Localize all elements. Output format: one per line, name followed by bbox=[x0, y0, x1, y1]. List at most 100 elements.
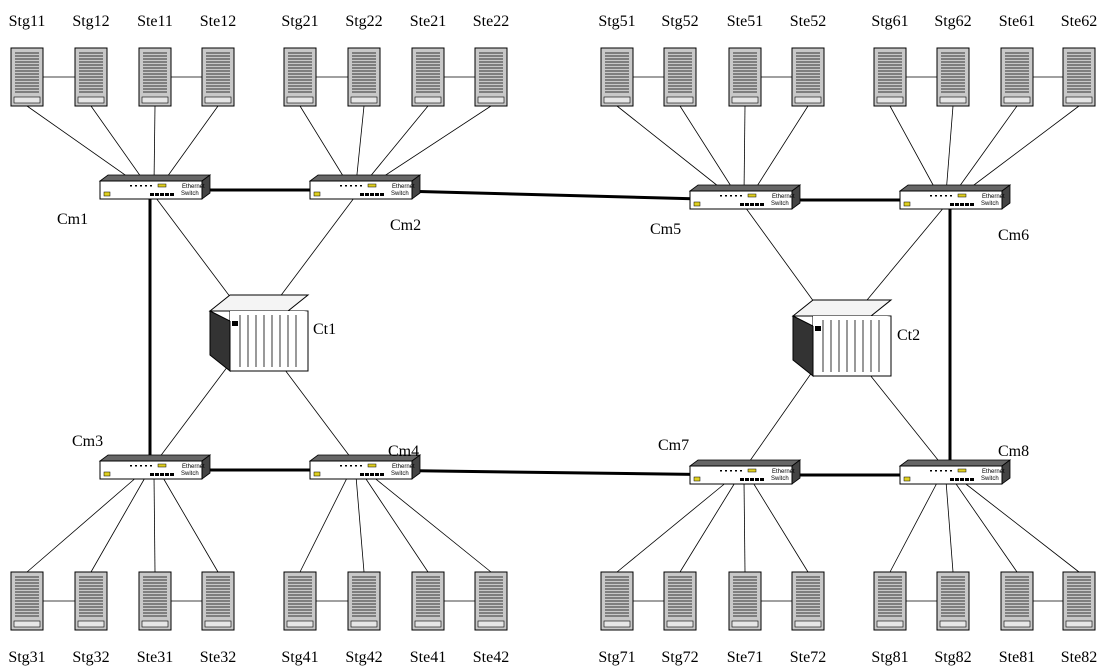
station-label: Stg32 bbox=[72, 649, 109, 666]
switch-label: Cm7 bbox=[658, 437, 689, 454]
station-label: Stg31 bbox=[8, 649, 45, 666]
station-links bbox=[26, 76, 1080, 602]
station-server-icon bbox=[1000, 47, 1034, 107]
station-server-icon bbox=[138, 47, 172, 107]
controller-chassis-icon bbox=[208, 294, 310, 373]
station-link bbox=[616, 480, 729, 573]
station-label: Stg62 bbox=[934, 13, 971, 30]
station-label: Stg22 bbox=[345, 13, 382, 30]
station-server-icon bbox=[138, 571, 172, 631]
station-link bbox=[961, 105, 1080, 195]
switch-text-switch: Switch bbox=[981, 201, 999, 207]
station-server-icon bbox=[936, 571, 970, 631]
station-label: Ste52 bbox=[790, 13, 826, 30]
controller-label: Ct2 bbox=[897, 327, 920, 344]
station-link bbox=[743, 105, 746, 195]
station-server-icon bbox=[411, 47, 445, 107]
station-link bbox=[153, 475, 156, 573]
station-label: Ste62 bbox=[1061, 13, 1097, 30]
switch-label: Cm1 bbox=[57, 211, 88, 228]
station-label: Stg12 bbox=[72, 13, 109, 30]
station-label: Ste32 bbox=[200, 649, 236, 666]
station-label: Ste82 bbox=[1061, 649, 1097, 666]
station-link bbox=[889, 480, 939, 573]
station-server-icon bbox=[873, 571, 907, 631]
switch-text-ethernet: Ethernet bbox=[392, 184, 415, 190]
station-label: Stg21 bbox=[281, 13, 318, 30]
switch-text-ethernet: Ethernet bbox=[392, 464, 415, 470]
station-link bbox=[363, 475, 429, 573]
station-server-icon bbox=[936, 47, 970, 107]
controller-chassis-icon bbox=[791, 299, 893, 378]
station-label: Ste61 bbox=[999, 13, 1035, 30]
station-label: Stg52 bbox=[661, 13, 698, 30]
station-link bbox=[299, 105, 349, 185]
station-server-icon bbox=[411, 571, 445, 631]
station-label: Ste12 bbox=[200, 13, 236, 30]
station-link bbox=[90, 105, 147, 185]
switch-text-ethernet: Ethernet bbox=[772, 194, 795, 200]
switch-text-switch: Switch bbox=[771, 476, 789, 482]
switch-label: Cm6 bbox=[998, 227, 1029, 244]
station-link bbox=[299, 475, 349, 573]
station-label: Stg11 bbox=[9, 13, 46, 30]
switch-label: Cm8 bbox=[998, 443, 1029, 460]
station-label: Stg42 bbox=[345, 649, 382, 666]
station-server-icon bbox=[728, 571, 762, 631]
station-server-icon bbox=[600, 47, 634, 107]
station-server-icon bbox=[791, 571, 825, 631]
station-label: Stg72 bbox=[661, 649, 698, 666]
station-server-icon bbox=[1062, 571, 1096, 631]
station-server-icon bbox=[283, 47, 317, 107]
station-link bbox=[363, 105, 429, 185]
switch-label: Cm2 bbox=[390, 217, 421, 234]
controllers bbox=[208, 294, 893, 378]
switch-label: Cm4 bbox=[388, 443, 419, 460]
station-label: Ste41 bbox=[410, 649, 446, 666]
station-link bbox=[355, 475, 365, 573]
station-link bbox=[945, 480, 954, 573]
station-label: Ste42 bbox=[473, 649, 509, 666]
switch-text-switch: Switch bbox=[771, 201, 789, 207]
station-link bbox=[961, 480, 1080, 573]
station-link bbox=[679, 105, 737, 195]
station-link bbox=[26, 475, 139, 573]
station-server-icon bbox=[728, 47, 762, 107]
trunk-link bbox=[359, 188, 741, 202]
station-link bbox=[371, 475, 492, 573]
station-link bbox=[161, 105, 219, 185]
station-server-icon bbox=[873, 47, 907, 107]
station-link bbox=[953, 105, 1018, 195]
station-label: Stg71 bbox=[598, 649, 635, 666]
station-link bbox=[616, 105, 729, 195]
station-link bbox=[355, 105, 365, 185]
switch-text-switch: Switch bbox=[391, 191, 409, 197]
switch-text-ethernet: Ethernet bbox=[772, 469, 795, 475]
station-link bbox=[945, 105, 954, 195]
switch-text-ethernet: Ethernet bbox=[982, 194, 1005, 200]
station-server-icon bbox=[1000, 571, 1034, 631]
station-label: Ste51 bbox=[727, 13, 763, 30]
station-server-icon bbox=[10, 47, 44, 107]
station-label: Ste21 bbox=[410, 13, 446, 30]
switch-text-switch: Switch bbox=[181, 471, 199, 477]
switch-text-ethernet: Ethernet bbox=[182, 464, 205, 470]
station-link bbox=[90, 475, 147, 573]
station-link bbox=[26, 105, 139, 185]
station-label: Stg82 bbox=[934, 649, 971, 666]
stations bbox=[10, 47, 1096, 631]
switch-text-switch: Switch bbox=[981, 476, 999, 482]
switch-text-switch: Switch bbox=[391, 471, 409, 477]
trunk-link bbox=[359, 468, 741, 477]
station-link bbox=[371, 105, 492, 185]
station-label: Ste11 bbox=[137, 13, 173, 30]
station-label: Stg81 bbox=[871, 649, 908, 666]
